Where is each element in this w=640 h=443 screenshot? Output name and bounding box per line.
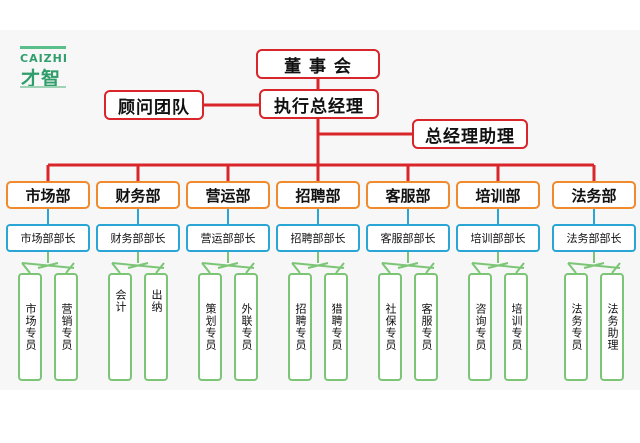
staff-box: 咨询专员 [468,273,492,381]
line-staff-right [611,262,621,274]
line-staff-left [567,262,577,274]
line-staff-branch-b [487,262,509,269]
staff-box: 猎聘专员 [324,273,348,381]
staff-box: 招聘专员 [288,273,312,381]
connector-lines [21,79,621,274]
line-staff-branch-b [583,262,605,269]
line-staff-right [515,262,525,274]
department-box: 营运部 [186,181,270,209]
staff-box: 出纳 [144,273,168,381]
department-box: 法务部 [552,181,636,209]
logo-english: CAIZHI [20,52,68,65]
department-box: 财务部 [96,181,180,209]
logo-chinese: 才智 [21,68,62,90]
line-staff-branch-b [307,262,329,269]
line-staff-branch-b [37,262,59,269]
department-head-box: 客服部部长 [366,224,450,252]
line-staff-right [425,262,435,274]
department-head-box: 招聘部部长 [276,224,360,252]
staff-box: 外联专员 [234,273,258,381]
line-staff-right [335,262,345,274]
caizhi-logo: CAIZHI 才智 [20,46,68,90]
staff-box: 市场专员 [18,273,42,381]
staff-box: 法务专员 [564,273,588,381]
staff-box: 社保专员 [378,273,402,381]
line-staff-left [381,262,391,274]
department-box: 培训部 [456,181,540,209]
staff-box: 会计 [108,273,132,381]
board-box: 董 事 会 [256,49,380,79]
line-staff-left [111,262,121,274]
department-head-box: 法务部部长 [552,224,636,252]
line-staff-right [65,262,75,274]
department-head-box: 培训部部长 [456,224,540,252]
logo-strip [20,46,66,49]
line-staff-left [471,262,481,274]
line-staff-left [291,262,301,274]
staff-box: 法务助理 [600,273,624,381]
department-head-box: 营运部部长 [186,224,270,252]
staff-box: 营销专员 [54,273,78,381]
department-head-box: 市场部部长 [6,224,90,252]
line-staff-left [201,262,211,274]
logo-underline [20,86,66,88]
line-staff-right [245,262,255,274]
staff-box: 培训专员 [504,273,528,381]
line-staff-left [21,262,31,274]
department-box: 招聘部 [276,181,360,209]
department-head-box: 财务部部长 [96,224,180,252]
advisor-team-box: 顾问团队 [104,90,204,120]
line-staff-branch-b [127,262,149,269]
staff-box: 客服专员 [414,273,438,381]
line-staff-right [155,262,165,274]
department-box: 客服部 [366,181,450,209]
org-chart-canvas: CAIZHI 才智 董 事 会 顾问团队 执行总经理 总经理助理 市场部市场部部… [0,30,640,390]
gm-assistant-box: 总经理助理 [412,119,528,149]
line-staff-branch-b [397,262,419,269]
line-staff-branch-b [217,262,239,269]
department-box: 市场部 [6,181,90,209]
executive-gm-box: 执行总经理 [259,89,379,119]
staff-box: 策划专员 [198,273,222,381]
